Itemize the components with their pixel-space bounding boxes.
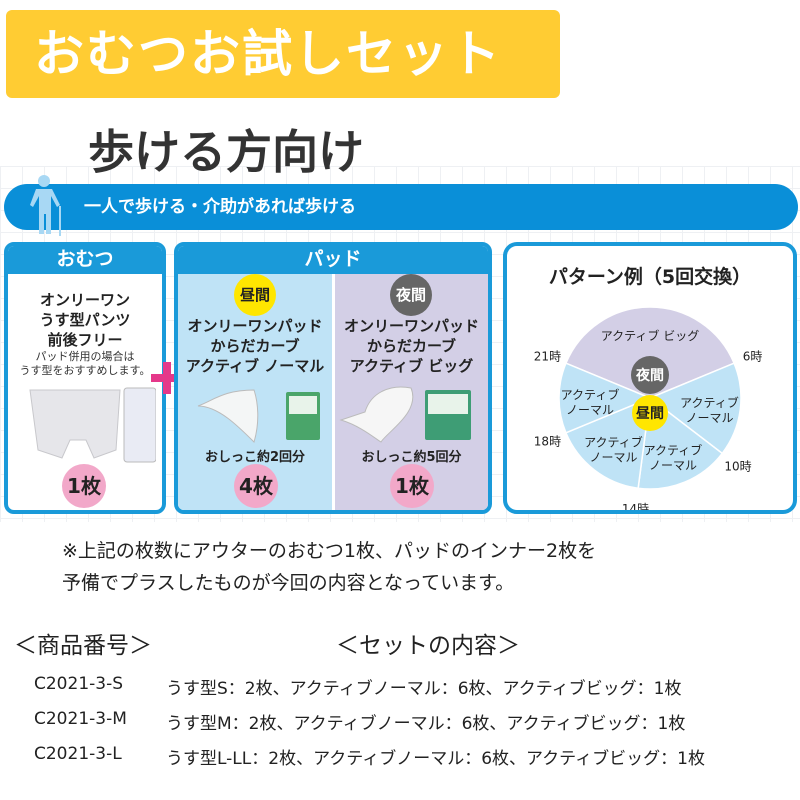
walking-person-icon xyxy=(30,175,61,236)
day-pad-count: 4枚 xyxy=(234,464,278,508)
pie-slice-label: アクティブノーマル xyxy=(680,395,739,425)
item-contents: うす型M：2枚、アクティブノーマル：6枚、アクティブビッグ：1枚 xyxy=(166,714,686,734)
night-pad-name-1: オンリーワンパッド xyxy=(343,317,479,335)
pie-slice-label: アクティブ ビッグ xyxy=(601,328,700,343)
item-code: C2021-3-M xyxy=(34,709,127,729)
hour-label: 10時 xyxy=(724,460,751,474)
pie-slice-day xyxy=(558,362,652,434)
pie-slice-label: アクティブノーマル xyxy=(584,435,643,465)
day-pad-image xyxy=(197,389,320,443)
night-pad-name-3: アクティブ ビッグ xyxy=(349,357,474,375)
diaper-name-3: 前後フリー xyxy=(47,331,123,349)
day-capacity: おしっこ約2回分 xyxy=(204,450,306,465)
pattern-box: パターン例（5回交換） アクティブ ビッグアクティブノーマルアクティブノーマルア… xyxy=(503,242,797,514)
pie-slice-label: アクティブノーマル xyxy=(644,442,703,472)
pattern-pie-chart: アクティブ ビッグアクティブノーマルアクティブノーマルアクティブノーマルアクティ… xyxy=(534,306,763,510)
pie-slice-label: アクティブノーマル xyxy=(561,387,620,417)
page-title: 歩ける方向け xyxy=(88,125,364,179)
footnote-line-1: ※上記の枚数にアウターのおむつ1枚、パッドのインナー2枚を xyxy=(62,540,597,562)
night-tag: 夜間 xyxy=(390,274,432,316)
pattern-title: パターン例（5回交換） xyxy=(548,266,752,288)
contents-header: ＜セットの内容＞ xyxy=(336,633,520,659)
hour-label: 21時 xyxy=(534,350,561,364)
diaper-name-2: うす型パンツ xyxy=(39,311,131,329)
night-tag: 夜間 xyxy=(635,367,664,384)
day-pad-name-2: からだカーブ xyxy=(210,337,300,355)
pie-slice-day xyxy=(648,362,742,455)
hour-label: 6時 xyxy=(743,350,763,364)
item-contents: うす型S：2枚、アクティブノーマル：6枚、アクティブビッグ：1枚 xyxy=(166,679,682,699)
diaper-count: 1枚 xyxy=(62,464,106,508)
night-pad-name-2: からだカーブ xyxy=(366,337,457,355)
footnote-line-2: 予備でプラスしたものが今回の内容となっています。 xyxy=(62,572,515,594)
day-pad-name-3: アクティブ ノーマル xyxy=(185,357,325,375)
item-code: C2021-3-S xyxy=(34,674,124,694)
day-circle xyxy=(632,395,668,431)
pie-slice-day xyxy=(564,396,651,490)
day-pad-panel: 昼間 オンリーワンパッド からだカーブ アクティブ ノーマル おしっこ約2回分 … xyxy=(178,274,332,510)
night-circle xyxy=(631,356,669,394)
diaper-name-1: オンリーワン xyxy=(39,291,130,309)
night-pad-count: 1枚 xyxy=(390,464,434,508)
diaper-note-2: うす型をおすすめします。 xyxy=(19,364,151,377)
hour-label: 18時 xyxy=(534,434,561,448)
hour-label: 14時 xyxy=(622,502,649,510)
night-pad-image xyxy=(339,386,471,443)
night-pad-panel: 夜間 オンリーワンパッド からだカーブ アクティブ ビッグ おしっこ約5回分 1… xyxy=(335,274,488,510)
diaper-box: おむつ オンリーワン うす型パンツ 前後フリー パッド併用の場合は うす型をおす… xyxy=(4,242,166,514)
diaper-product-image xyxy=(29,387,156,463)
item-contents: うす型L-LL：2枚、アクティブノーマル：6枚、アクティブビッグ：1枚 xyxy=(166,749,705,769)
item-code: C2021-3-L xyxy=(34,744,122,764)
day-tag: 昼間 xyxy=(636,406,664,422)
diaper-note-1: パッド併用の場合は xyxy=(35,350,135,363)
pie-slice-night xyxy=(564,306,736,399)
mobility-bar: 一人で歩ける・介助があれば歩ける xyxy=(4,184,798,230)
diaper-header: おむつ xyxy=(8,246,162,274)
pad-header: パッド xyxy=(178,246,488,274)
plus-icon xyxy=(151,362,183,394)
day-pad-name-1: オンリーワンパッド xyxy=(187,317,323,335)
day-tag: 昼間 xyxy=(234,274,276,316)
codes-header: ＜商品番号＞ xyxy=(14,633,152,659)
banner-title: おむつお試しセット xyxy=(6,10,560,98)
pad-box: パッド 昼間 オンリーワンパッド からだカーブ アクティブ ノーマル おしっこ約… xyxy=(174,242,492,514)
night-capacity: おしっこ約5回分 xyxy=(361,450,462,465)
